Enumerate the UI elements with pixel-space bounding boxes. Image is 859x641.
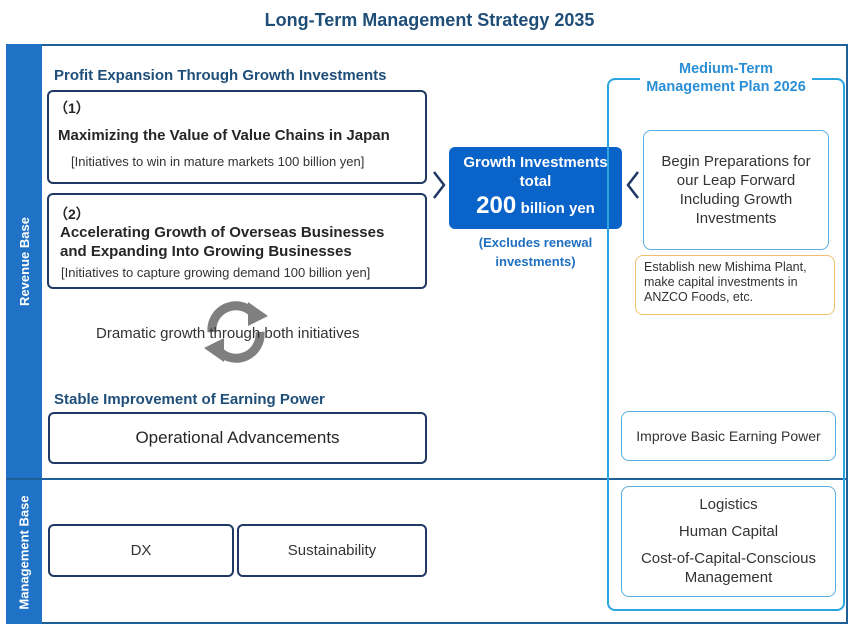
growth-note: (Excludes renewal investments) xyxy=(478,235,593,269)
revenue-base-label: Revenue Base xyxy=(6,44,42,478)
operational-advancements-box: Operational Advancements xyxy=(48,412,427,464)
chevron-left-icon xyxy=(626,171,639,199)
sustainability-box: Sustainability xyxy=(237,524,427,577)
management-base-label: Management Base xyxy=(6,480,42,624)
cycle-label: Dramatic growth through both initiatives xyxy=(96,325,360,342)
base-divider xyxy=(6,478,848,480)
growth-line1: Growth Investments xyxy=(463,153,608,171)
initiative-1-box: （1） Maximizing the Value of Value Chains… xyxy=(47,90,427,184)
initiative-2-box: （2） Accelerating Growth of Overseas Busi… xyxy=(47,193,427,289)
human-capital-label: Human Capital xyxy=(678,523,779,540)
initiative-2-title-line2: and Expanding Into Growing Businesses xyxy=(60,243,352,260)
growth-amount: 200 xyxy=(476,191,517,219)
profit-expansion-heading: Profit Expansion Through Growth Investme… xyxy=(54,67,387,84)
dx-box: DX xyxy=(48,524,234,577)
initiative-1-subtitle: [Initiatives to win in mature markets 10… xyxy=(71,154,365,169)
initiative-2-title-line1: Accelerating Growth of Overseas Business… xyxy=(60,224,385,241)
cycle-arrows-icon xyxy=(204,301,268,363)
cost-of-capital-label-line1: Cost-of-Capital-Conscious xyxy=(640,550,817,567)
management-base-plan-box: Logistics Human Capital Cost-of-Capital-… xyxy=(621,486,836,597)
growth-unit: billion yen xyxy=(520,199,595,217)
initiative-1-title: Maximizing the Value of Value Chains in … xyxy=(58,127,390,144)
initiative-1-number: （1） xyxy=(54,100,90,116)
initiative-2-subtitle: [Initiatives to capture growing demand 1… xyxy=(61,265,371,280)
page-title: Long-Term Management Strategy 2035 xyxy=(264,10,595,30)
preparations-box: Begin Preparations for our Leap Forward … xyxy=(643,130,829,250)
investment-note: Establish new Mishima Plant, make capita… xyxy=(635,255,835,315)
logistics-label: Logistics xyxy=(699,496,758,513)
growth-line2: total xyxy=(519,172,552,190)
earning-power-box: Improve Basic Earning Power xyxy=(621,411,836,461)
cost-of-capital-label-line2: Management xyxy=(684,569,773,586)
initiative-2-number: （2） xyxy=(54,206,90,222)
growth-investments-box: Growth Investments total 200 billion yen xyxy=(449,147,622,229)
chevron-right-icon xyxy=(433,171,446,199)
stable-improvement-heading: Stable Improvement of Earning Power xyxy=(54,391,325,408)
